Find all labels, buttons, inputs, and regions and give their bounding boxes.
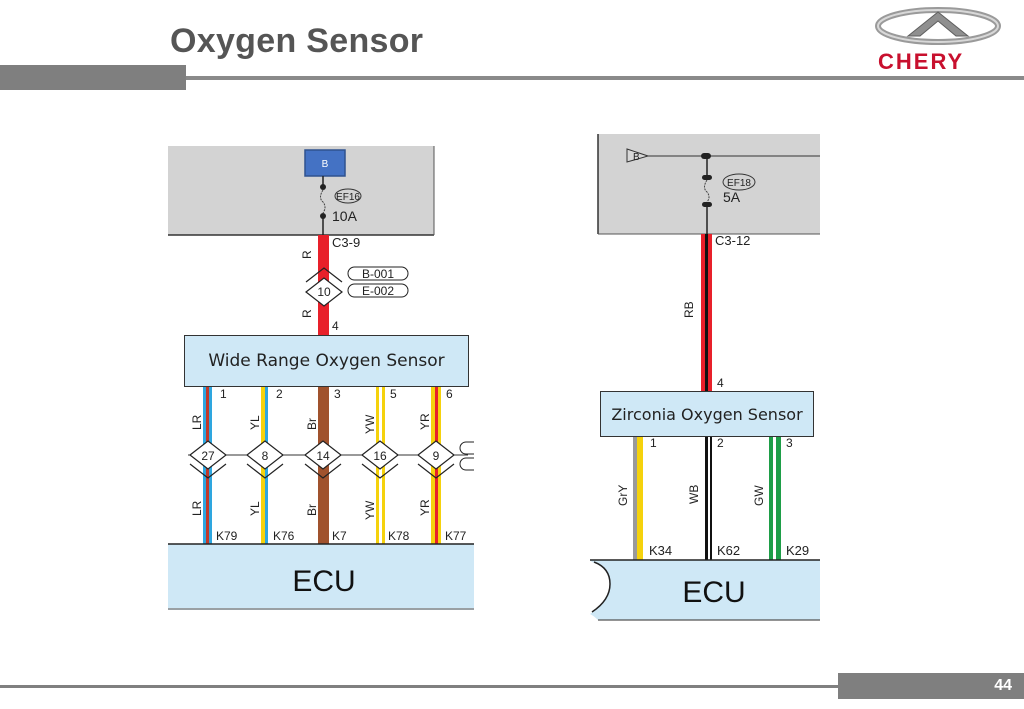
- svg-text:10: 10: [317, 285, 331, 299]
- svg-text:2: 2: [717, 436, 724, 450]
- svg-text:1: 1: [220, 387, 227, 401]
- wide-range-sensor-label: Wide Range Oxygen Sensor: [184, 335, 469, 387]
- power-source-arrow: [626, 148, 650, 163]
- svg-text:YW: YW: [363, 414, 377, 434]
- ecu-pin: K76: [273, 529, 295, 543]
- connector-top-label: C3-12: [715, 233, 750, 248]
- fuse-id: EF18: [727, 178, 751, 189]
- ecu-pin: K77: [445, 529, 467, 543]
- svg-text:YW: YW: [363, 500, 377, 520]
- svg-text:1: 1: [650, 436, 657, 450]
- junction-10: [305, 277, 343, 307]
- header-rule: [186, 76, 1024, 80]
- svg-text:2: 2: [276, 387, 283, 401]
- junction-8: 8: [246, 440, 284, 479]
- header-accent-block: [0, 65, 186, 90]
- fuse-box-panel: [168, 146, 434, 235]
- svg-text:GrY: GrY: [616, 485, 630, 506]
- svg-text:GW: GW: [752, 485, 766, 506]
- zirconia-sensor-label: Zirconia Oxygen Sensor: [600, 391, 814, 437]
- fuse-rating: 5A: [723, 189, 741, 205]
- sensor-supply-pin: 4: [332, 319, 339, 333]
- footer-rule: [0, 685, 840, 688]
- fuse-id: EF16: [336, 192, 360, 203]
- svg-text:3: 3: [334, 387, 341, 401]
- ecu-label: ECU: [292, 565, 355, 598]
- svg-text:14: 14: [316, 449, 330, 463]
- sensor-supply-pin: 4: [717, 376, 724, 390]
- power-source-label: B: [322, 159, 329, 170]
- svg-text:YR: YR: [418, 413, 432, 430]
- chery-emblem-icon: [875, 7, 1001, 45]
- zirconia-sensor-diagram: B EF18 5A C3-12 RB 4 1 2 3 GrY WB GW K34…: [590, 134, 820, 621]
- svg-text:WB: WB: [687, 485, 701, 504]
- svg-text:B: B: [633, 152, 640, 163]
- supply-wire-code: R: [300, 250, 314, 259]
- svg-text:5: 5: [390, 387, 397, 401]
- svg-text:16: 16: [373, 449, 387, 463]
- svg-text:6: 6: [446, 387, 453, 401]
- svg-text:YL: YL: [248, 501, 262, 516]
- junction-27: 27: [189, 440, 227, 479]
- wide-range-sensor-diagram: B EF16 10A C3-9 R R 10 B-001 E-002 4 1 2…: [168, 146, 474, 610]
- fuse-rating: 10A: [332, 208, 358, 224]
- svg-text:YR: YR: [418, 499, 432, 516]
- supply-wire-code-lower: R: [300, 309, 314, 318]
- ecu-pin: K62: [717, 543, 740, 558]
- svg-text:Br: Br: [305, 418, 319, 430]
- svg-text:8: 8: [262, 449, 269, 463]
- ecu-pin: K34: [649, 543, 672, 558]
- ecu-pin: K79: [216, 529, 238, 543]
- svg-text:YL: YL: [248, 415, 262, 430]
- svg-text:LR: LR: [190, 414, 204, 430]
- svg-text:27: 27: [201, 449, 215, 463]
- junction-16: 16: [361, 440, 399, 479]
- junction-14: 14: [304, 440, 342, 479]
- wire-gw: [769, 436, 781, 560]
- brand-name: CHERY: [878, 49, 965, 74]
- fuse-icon: [704, 179, 710, 203]
- ecu-block: [168, 544, 474, 610]
- power-source-box: [304, 149, 346, 177]
- svg-text:Br: Br: [305, 504, 319, 516]
- slide-title: Oxygen Sensor: [170, 22, 424, 60]
- footer-accent-block: [838, 673, 1024, 699]
- ecu-label: ECU: [682, 576, 745, 609]
- ecu-pin: K7: [332, 529, 347, 543]
- ecu-pin: K78: [388, 529, 410, 543]
- fuse-box-panel: [598, 134, 820, 234]
- wire-gry: [633, 436, 643, 560]
- wire-wb: [705, 436, 713, 560]
- ecu-block: [590, 560, 820, 620]
- fuse-icon: [320, 189, 326, 214]
- junction-ref-1: B-001: [362, 267, 394, 281]
- ecu-pin: K29: [786, 543, 809, 558]
- junction-9: 9: [417, 440, 474, 479]
- junction-ref-2: E-002: [362, 284, 394, 298]
- supply-wire-code: RB: [682, 301, 696, 318]
- svg-text:3: 3: [786, 436, 793, 450]
- svg-text:LR: LR: [190, 500, 204, 516]
- connector-top-label: C3-9: [332, 235, 360, 250]
- page-number: 44: [994, 677, 1012, 694]
- svg-text:9: 9: [433, 449, 440, 463]
